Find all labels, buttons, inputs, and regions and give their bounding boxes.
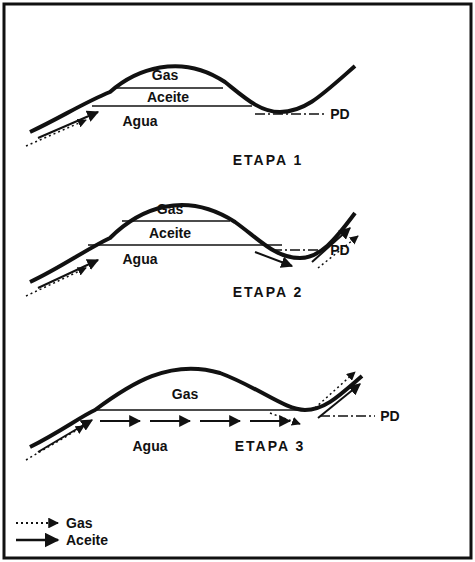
zone-label: Gas <box>157 202 183 216</box>
legend-oil-sample <box>16 539 58 542</box>
stratum-top <box>30 66 355 132</box>
gas-oil-contact <box>122 220 230 222</box>
zone-label: Gas <box>152 68 178 82</box>
legend-text: Aceite <box>66 533 108 547</box>
frame <box>4 4 471 558</box>
oil-arrow <box>38 420 92 452</box>
spill-point-line <box>255 113 325 115</box>
legend-text: Gas <box>66 516 92 530</box>
stage-label: ETAPA 3 <box>235 439 306 453</box>
zone-label: Gas <box>172 387 198 401</box>
stratum-top <box>30 205 355 282</box>
oil-spill-arrow <box>255 252 292 266</box>
oil-arrow <box>200 420 240 422</box>
oil-arrow <box>318 384 360 418</box>
oil-arrow <box>250 420 290 422</box>
gas-oil-contact <box>114 87 223 89</box>
oil-arrow <box>150 420 190 422</box>
oil-water-contact <box>92 105 252 107</box>
oil-arrow <box>100 420 140 422</box>
stratum-top <box>30 369 362 447</box>
oil-water-contact <box>88 244 282 246</box>
spill-point-label: PD <box>330 243 349 257</box>
spill-point-label: PD <box>330 107 349 121</box>
spill-point-label: PD <box>380 409 399 423</box>
stage-2 <box>26 205 358 296</box>
oil-arrow <box>38 260 98 288</box>
oil-spill-arrow <box>312 228 350 262</box>
zone-label: Agua <box>123 252 158 266</box>
gas-water-contact <box>95 409 302 411</box>
zone-label: Agua <box>123 114 158 128</box>
gas-arrow <box>26 120 86 146</box>
spill-point-line <box>272 249 325 251</box>
zone-label: Aceite <box>147 90 189 104</box>
gas-arrow <box>315 372 355 408</box>
stage-label: ETAPA 1 <box>233 153 304 167</box>
stage-label: ETAPA 2 <box>233 285 304 299</box>
spill-point-line <box>320 415 375 417</box>
zone-label: Agua <box>133 439 168 453</box>
stage-1 <box>26 66 355 146</box>
gas-arrow <box>26 268 86 296</box>
stage-3 <box>26 369 375 460</box>
gas-arrow <box>270 413 300 424</box>
oil-arrow <box>38 112 98 138</box>
gas-arrow <box>318 236 358 268</box>
zone-label: Aceite <box>149 226 191 240</box>
legend-gas-sample <box>16 522 58 524</box>
